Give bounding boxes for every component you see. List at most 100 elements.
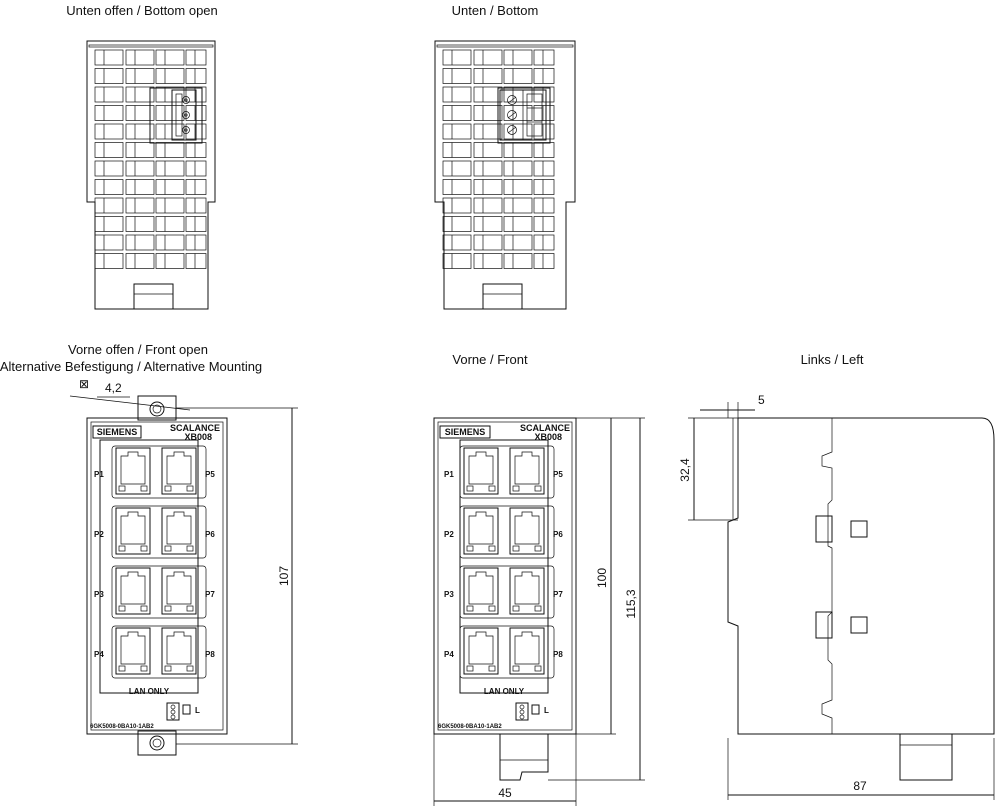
- vent-slot: [94, 253, 124, 269]
- vent-slot: [473, 86, 503, 103]
- vent-slot: [94, 105, 124, 121]
- vent-slot: [533, 253, 555, 269]
- vent-slot: [442, 160, 472, 177]
- vent-slot: [533, 68, 555, 84]
- vent-slot: [125, 234, 155, 251]
- vent-slot: [503, 234, 533, 251]
- siemens-logo: SIEMENS: [439, 425, 491, 439]
- vent-slot: [442, 216, 472, 232]
- vent-grid: [442, 49, 555, 269]
- port-label-p3: P3: [444, 590, 454, 599]
- port-label-p5: P5: [553, 470, 563, 479]
- port-label-p3: P3: [94, 590, 104, 599]
- rj45-port: [161, 627, 197, 675]
- vent-slot: [503, 68, 533, 84]
- vent-slot: [155, 179, 185, 195]
- rj45-port: [115, 567, 151, 615]
- vent-slot: [442, 105, 472, 121]
- product-model: XB008: [184, 432, 212, 442]
- vent-slot: [533, 234, 555, 251]
- vent-slot: [503, 160, 533, 177]
- rj45-port: [115, 627, 151, 675]
- vent-slot: [185, 197, 207, 214]
- vent-slot: [155, 142, 185, 158]
- vent-slot: [533, 49, 555, 66]
- vent-slot: [533, 105, 555, 121]
- front-open-view: SIEMENS SCALANCE XB008 LAN ONLY 6GK5008-…: [69, 377, 298, 756]
- vent-slot: [125, 253, 155, 269]
- lan-only-label: LAN ONLY: [129, 687, 170, 696]
- port-label-p8: P8: [553, 650, 563, 659]
- vent-slot: [533, 160, 555, 177]
- dim-32-4: 32,4: [678, 458, 692, 482]
- rj45-port: [463, 567, 499, 615]
- vent-slot: [125, 49, 155, 66]
- led-label: L: [544, 706, 549, 715]
- bottom-open-view: [86, 40, 216, 310]
- vent-slot: [533, 142, 555, 158]
- vent-slot: [94, 234, 124, 251]
- vent-slot: [94, 123, 124, 140]
- dim-100: 100: [595, 568, 609, 588]
- dim-45: 45: [498, 786, 512, 800]
- vent-slot: [533, 216, 555, 232]
- lan-only-label: LAN ONLY: [484, 687, 525, 696]
- vent-slot: [125, 123, 155, 140]
- vent-slot: [185, 68, 207, 84]
- product-name: SCALANCE: [520, 423, 570, 433]
- vent-slot: [533, 179, 555, 195]
- title-left: Links / Left: [801, 352, 864, 367]
- rj45-port: [161, 567, 197, 615]
- vent-slot: [442, 179, 472, 195]
- vent-slot: [125, 197, 155, 214]
- vent-slot: [125, 68, 155, 84]
- port-label-p2: P2: [94, 530, 104, 539]
- rj45-port: [463, 507, 499, 555]
- vent-slot: [473, 142, 503, 158]
- left-view: 5 32,4 87: [678, 393, 995, 800]
- rj45-port: [509, 567, 545, 615]
- vent-slot: [125, 179, 155, 195]
- vent-slot: [155, 68, 185, 84]
- vent-slot: [473, 234, 503, 251]
- port-labels-front: P1 P2 P3 P4 P5 P6 P7 P8: [444, 470, 563, 659]
- vent-slot: [473, 197, 503, 214]
- rj45-port-array: [111, 445, 207, 679]
- vent-slot: [125, 105, 155, 121]
- vent-slot: [185, 160, 207, 177]
- vent-slot: [94, 86, 124, 103]
- vent-slot: [473, 160, 503, 177]
- port-label-p1: P1: [94, 470, 104, 479]
- vent-slot: [503, 123, 533, 140]
- vent-slot: [503, 179, 533, 195]
- front-view: SIEMENS SCALANCE XB008 LAN ONLY 6GK5008-…: [433, 417, 645, 806]
- vent-slot: [503, 142, 533, 158]
- vent-slot: [533, 197, 555, 214]
- vent-slot: [185, 49, 207, 66]
- vent-slot: [473, 179, 503, 195]
- vent-slot: [442, 234, 472, 251]
- port-label-p4: P4: [444, 650, 454, 659]
- dim-5: 5: [758, 393, 765, 407]
- vent-slot: [155, 234, 185, 251]
- rj45-port-array: [459, 445, 555, 679]
- title-front-open-line2: Alternative Befestigung / Alternative Mo…: [0, 359, 262, 374]
- port-label-p7: P7: [553, 590, 563, 599]
- vent-slot: [185, 216, 207, 232]
- vent-slot: [155, 160, 185, 177]
- vent-slot: [442, 197, 472, 214]
- rj45-port: [161, 507, 197, 555]
- rj45-port: [509, 627, 545, 675]
- port-label-p7: P7: [205, 590, 215, 599]
- vent-slot: [442, 49, 472, 66]
- vent-slot: [503, 216, 533, 232]
- rj45-port: [463, 627, 499, 675]
- port-label-p5: P5: [205, 470, 215, 479]
- vent-slot: [185, 142, 207, 158]
- vent-slot: [473, 105, 503, 121]
- vent-slot: [125, 142, 155, 158]
- rj45-port: [115, 447, 151, 495]
- vent-slot: [155, 197, 185, 214]
- dim-107: 107: [277, 566, 291, 586]
- led-label: L: [195, 706, 200, 715]
